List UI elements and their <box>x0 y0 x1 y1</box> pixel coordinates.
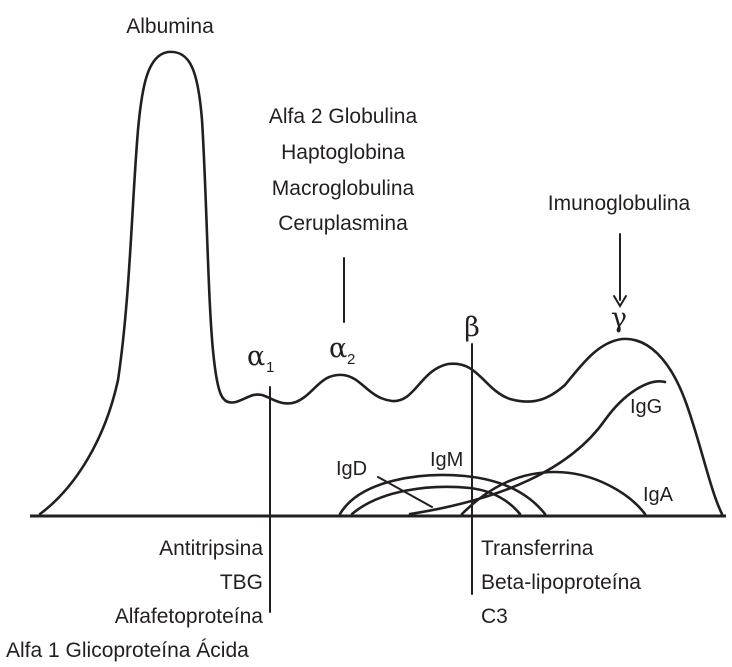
albumina-label: Albumina <box>126 15 214 38</box>
gamma-arrow <box>613 295 627 308</box>
alpha1-symbol: α <box>247 341 265 372</box>
igg-label: IgG <box>630 396 662 418</box>
alfa1-glicoproteina-label: Alfa 1 Glicoproteína Ácida <box>6 639 249 662</box>
c3-label: C3 <box>481 605 508 628</box>
beta-lipoproteina-label: Beta-lipoproteína <box>481 571 641 594</box>
alpha1-subscript: 1 <box>266 359 274 376</box>
alpha2-symbol: α <box>329 333 347 364</box>
alpha2-subscript: 2 <box>347 351 355 368</box>
igd-label: IgD <box>336 458 367 480</box>
imunoglobulina-label: Imunoglobulina <box>548 192 691 215</box>
macroglobulina-label: Macroglobulina <box>272 177 415 200</box>
transferrina-label: Transferrina <box>481 537 594 560</box>
iga-label: IgA <box>643 484 674 506</box>
igd-pointer <box>377 476 433 508</box>
ceruplasmina-label: Ceruplasmina <box>278 212 408 235</box>
igm-curve <box>338 473 547 516</box>
igg-curve <box>408 380 667 516</box>
protein-curve <box>38 50 724 516</box>
alfa2-globulina-label: Alfa 2 Globulina <box>269 105 418 128</box>
igd-curve <box>350 485 522 516</box>
haptoglobina-label: Haptoglobina <box>281 141 405 164</box>
igm-label: IgM <box>430 449 463 471</box>
alfafetoproteina-label: Alfafetoproteína <box>115 605 264 628</box>
gamma-symbol: γ <box>611 303 627 334</box>
beta-symbol: β <box>464 312 480 343</box>
antitripsina-label: Antitripsina <box>159 537 263 560</box>
tbg-label: TBG <box>220 571 263 594</box>
